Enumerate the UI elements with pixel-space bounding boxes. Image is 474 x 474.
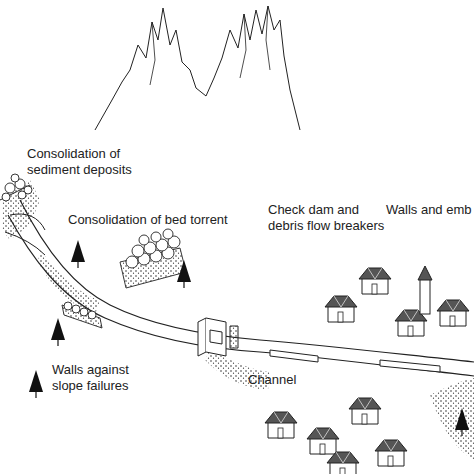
mountain-outline bbox=[95, 6, 300, 130]
callout-label: Consolidation of bed torrent bbox=[68, 212, 268, 228]
mountain-ridge bbox=[150, 6, 270, 85]
callout-label: Walls and emb bbox=[386, 202, 474, 218]
tree-symbol bbox=[71, 240, 85, 268]
house-symbol bbox=[325, 296, 357, 322]
check-dam bbox=[198, 318, 238, 356]
callout-label: Check dam and debris flow breakers bbox=[268, 202, 390, 234]
scree bbox=[38, 250, 100, 315]
tree-symbol bbox=[29, 370, 43, 398]
channel-bank bbox=[8, 215, 474, 376]
house-symbol bbox=[375, 440, 407, 466]
house-symbol bbox=[437, 300, 469, 326]
sediment-deposit bbox=[2, 180, 40, 240]
house-symbol bbox=[359, 268, 391, 294]
scree bbox=[430, 378, 474, 460]
callout-label: Walls against slope failures bbox=[52, 362, 152, 394]
tree-symbol bbox=[177, 260, 191, 288]
boulder-pile bbox=[2, 174, 32, 201]
church-tower bbox=[418, 266, 432, 314]
tree-symbol bbox=[455, 408, 469, 436]
callout-label: Channel bbox=[248, 372, 328, 388]
house-symbol bbox=[349, 398, 381, 424]
house-symbol bbox=[327, 452, 359, 474]
tree-symbol bbox=[51, 318, 65, 346]
callout-label: Consolidation of sediment deposits bbox=[27, 146, 162, 178]
channel-wall bbox=[270, 350, 440, 372]
house-symbol bbox=[265, 412, 297, 438]
retaining-wall bbox=[62, 302, 102, 328]
house-symbol bbox=[307, 428, 339, 454]
channel-bank bbox=[20, 200, 474, 362]
gabion-wall bbox=[120, 229, 186, 288]
